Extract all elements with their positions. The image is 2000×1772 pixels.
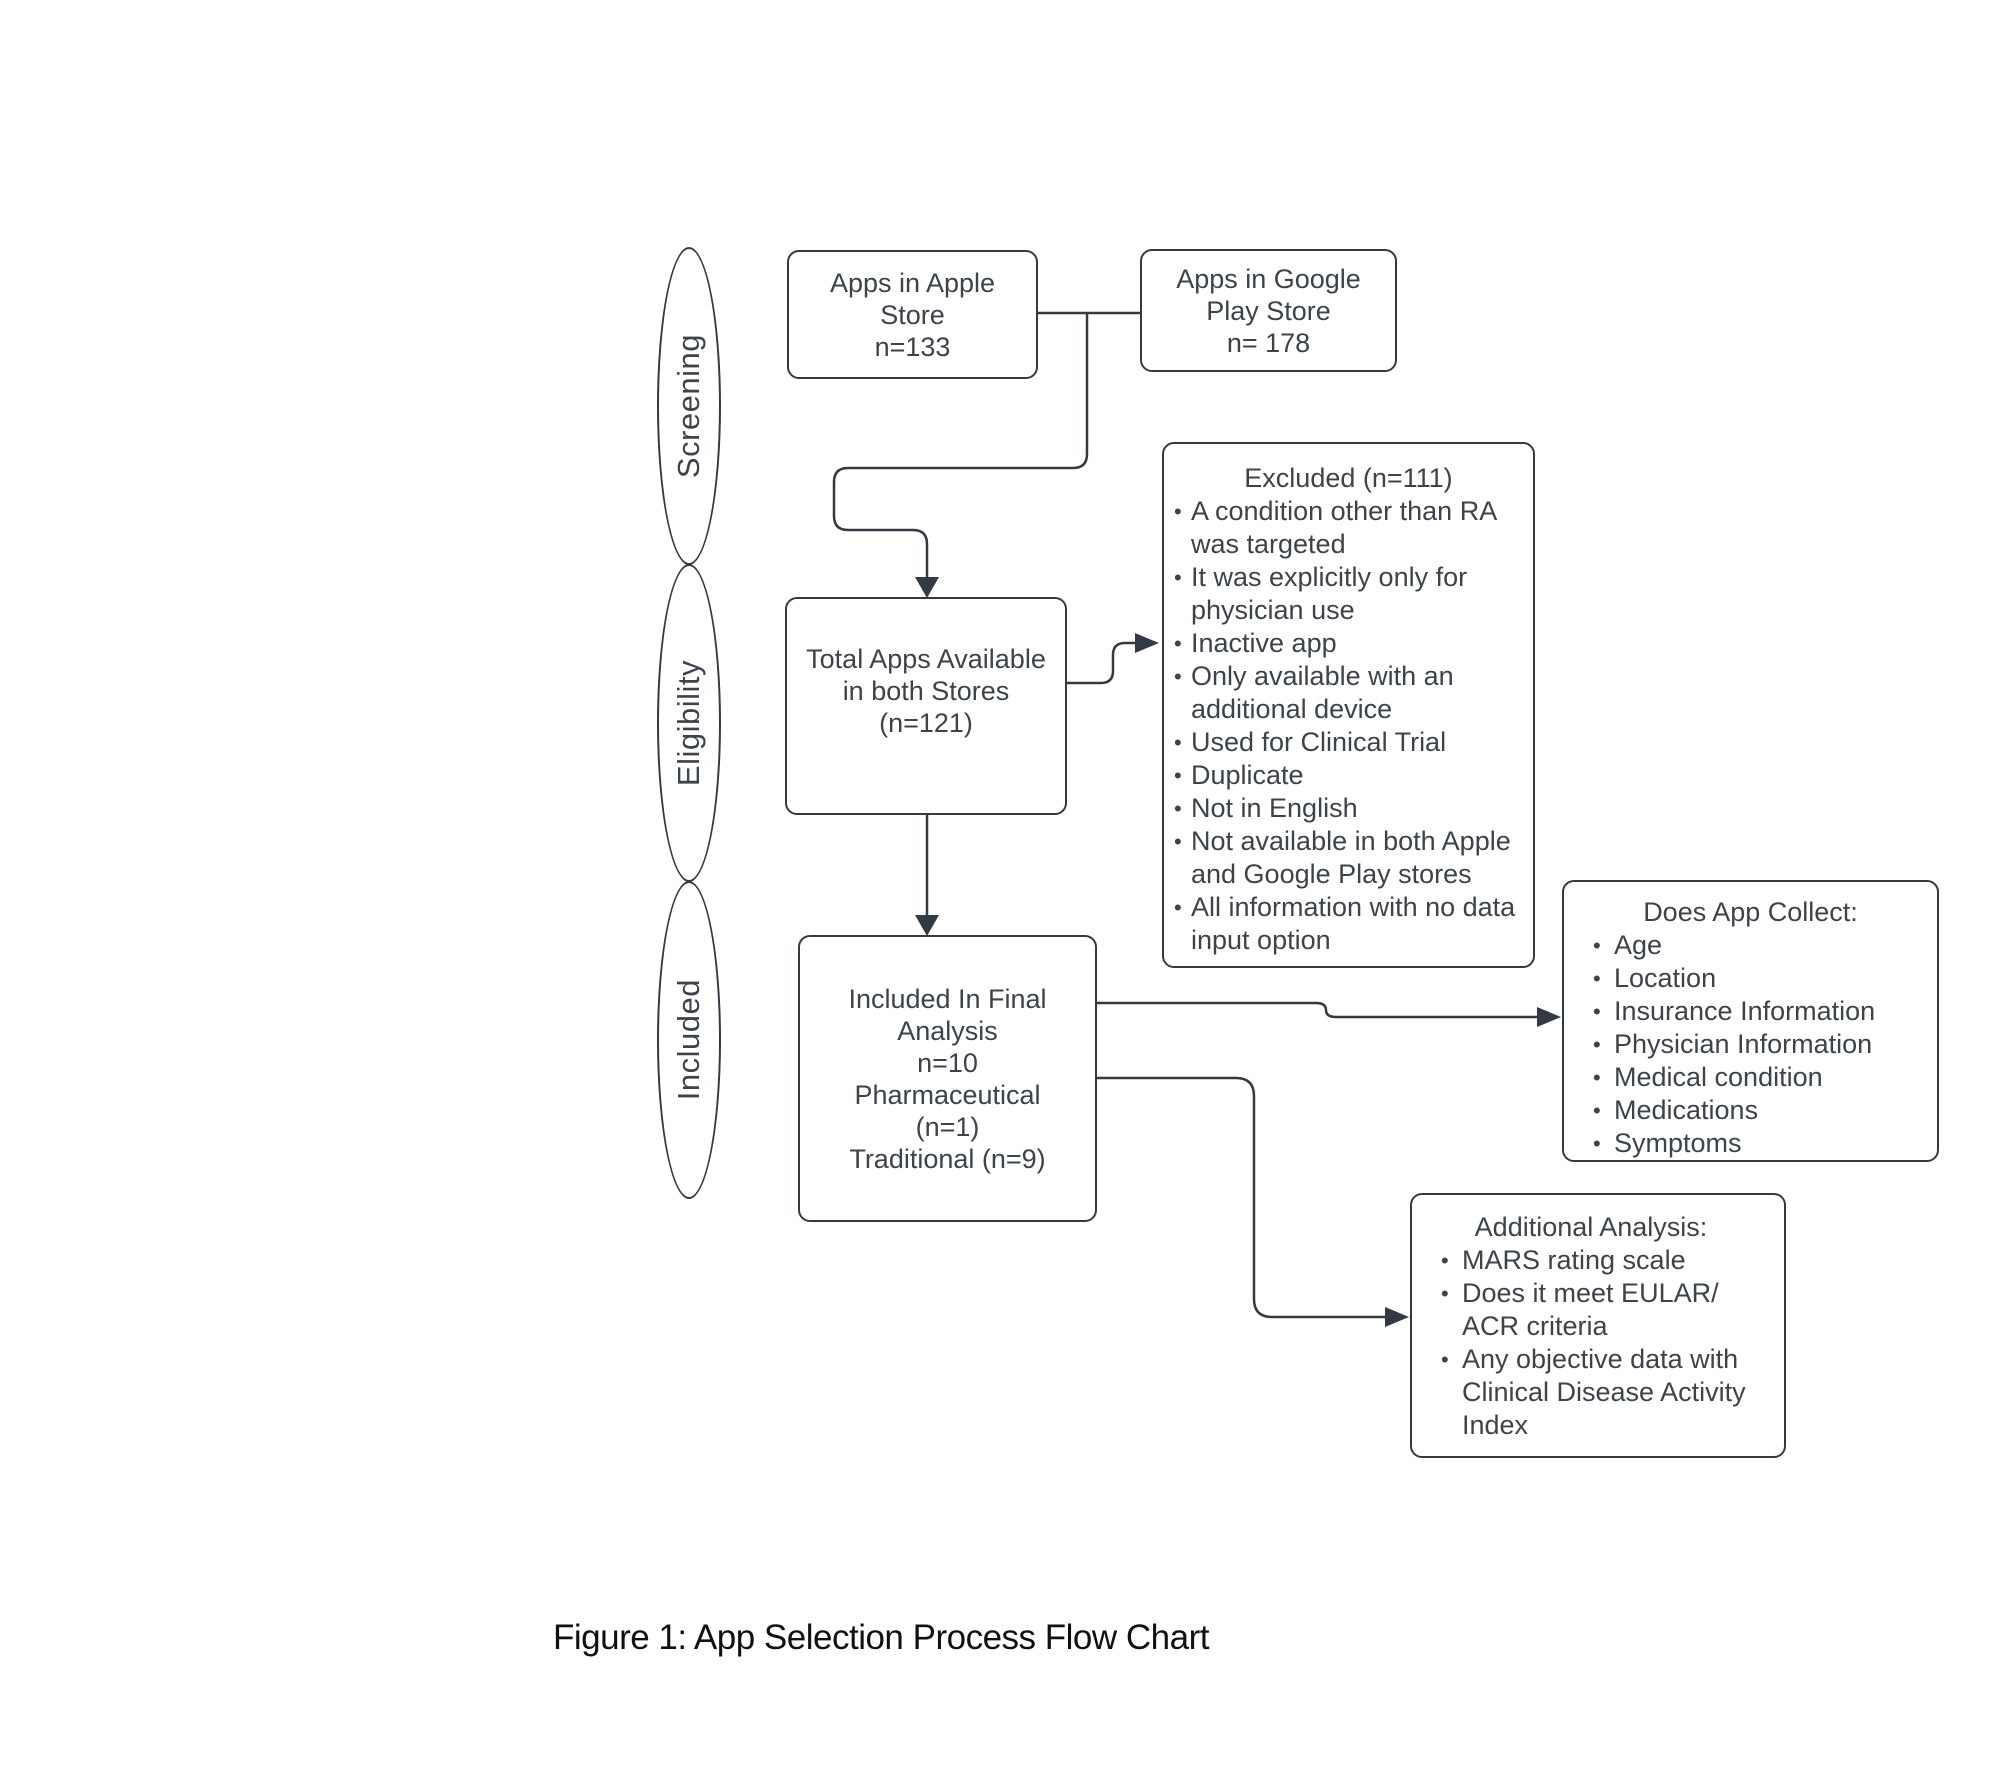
included-analysis-text: Included In Final Analysis n=10 Pharmace… <box>848 983 1047 1174</box>
figure-caption: Figure 1: App Selection Process Flow Cha… <box>553 1618 1209 1657</box>
bullet-item: Medications <box>1593 1094 1931 1127</box>
bullet-item: Any objective data with Clinical Disease… <box>1441 1343 1764 1442</box>
box-apps-apple-store: Apps in Apple Store n=133 <box>787 250 1038 379</box>
bullet-item: Duplicate <box>1174 759 1527 792</box>
bullet-item: A condition other than RA was targeted <box>1174 495 1527 561</box>
connector-total-to-excluded <box>1067 641 1136 685</box>
bullet-item: Does it meet EULAR/ ACR criteria <box>1441 1277 1764 1343</box>
apple-store-text: Apps in Apple Store n=133 <box>829 267 996 362</box>
stage-label-included: Included <box>671 979 706 1101</box>
excluded-bullet-list: A condition other than RA was targetedIt… <box>1164 495 1533 957</box>
box-excluded: Excluded (n=111) A condition other than … <box>1162 442 1535 968</box>
bullet-item: Location <box>1593 962 1931 995</box>
arrowhead-into-collect <box>1537 1007 1561 1027</box>
bullet-item: Not in English <box>1174 792 1527 825</box>
bullet-item: Symptoms <box>1593 1127 1931 1160</box>
collect-bullet-list: AgeLocationInsurance InformationPhysicia… <box>1564 929 1937 1160</box>
stage-oval-eligibility: Eligibility <box>657 564 721 882</box>
box-apps-google-play-store: Apps in Google Play Store n= 178 <box>1140 249 1397 372</box>
bullet-item: Medical condition <box>1593 1061 1931 1094</box>
stage-label-eligibility: Eligibility <box>671 659 706 787</box>
bullet-item: Inactive app <box>1174 627 1527 660</box>
arrowhead-into-excluded <box>1135 633 1159 653</box>
bullet-item: It was explicitly only for physician use <box>1174 561 1527 627</box>
bullet-item: MARS rating scale <box>1441 1244 1764 1277</box>
box-included-final-analysis: Included In Final Analysis n=10 Pharmace… <box>798 935 1097 1222</box>
connector-stores-to-total <box>832 313 1089 578</box>
bullet-item: Not available in both Apple and Google P… <box>1174 825 1527 891</box>
google-play-text: Apps in Google Play Store n= 178 <box>1176 263 1361 358</box>
stage-oval-included: Included <box>657 881 721 1199</box>
additional-bullet-list: MARS rating scaleDoes it meet EULAR/ ACR… <box>1412 1244 1770 1442</box>
box-additional-analysis: Additional Analysis: MARS rating scaleDo… <box>1410 1193 1786 1458</box>
bullet-item: Age <box>1593 929 1931 962</box>
additional-title: Additional Analysis: <box>1474 1212 1708 1242</box>
stage-label-screening: Screening <box>671 333 706 479</box>
collect-title: Does App Collect: <box>1643 897 1858 927</box>
bullet-item: Physician Information <box>1593 1028 1931 1061</box>
arrowhead-into-total <box>915 577 939 598</box>
connector-included-to-additional <box>1097 1076 1386 1319</box>
box-total-apps-available: Total Apps Available in both Stores (n=1… <box>785 597 1067 815</box>
bullet-item: Insurance Information <box>1593 995 1931 1028</box>
connector-included-to-collect <box>1097 1001 1538 1019</box>
bullet-item: All information with no data input optio… <box>1174 891 1527 957</box>
bullet-item: Used for Clinical Trial <box>1174 726 1527 759</box>
excluded-title: Excluded (n=111) <box>1244 463 1453 493</box>
arrowhead-into-included <box>915 915 939 936</box>
arrowhead-into-additional <box>1385 1307 1409 1327</box>
box-does-app-collect: Does App Collect: AgeLocationInsurance I… <box>1562 880 1939 1162</box>
bullet-item: Only available with an additional device <box>1174 660 1527 726</box>
total-apps-text: Total Apps Available in both Stores (n=1… <box>806 644 1046 738</box>
stage-oval-screening: Screening <box>657 247 721 565</box>
